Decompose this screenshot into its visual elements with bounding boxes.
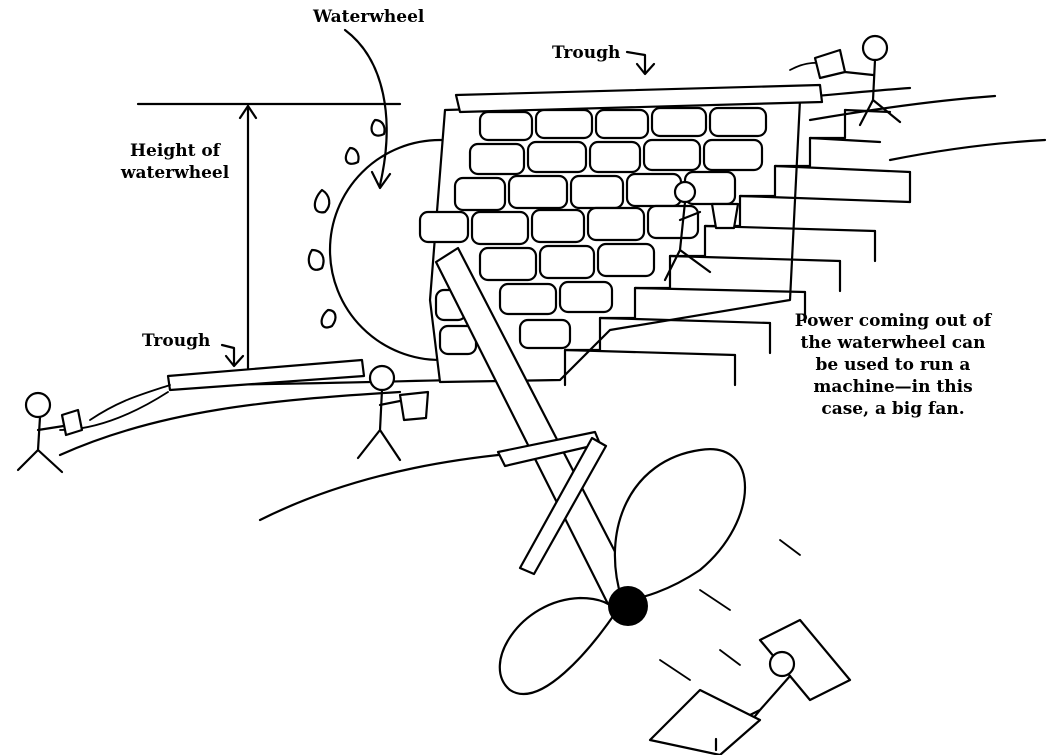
person-reclining <box>650 620 850 755</box>
trough-top-label: Trough <box>552 42 620 64</box>
power-caption-line1: Power coming out of <box>778 310 1008 332</box>
power-caption-line4: machine—in this <box>778 376 1008 398</box>
power-caption-line2: the waterwheel can <box>778 332 1008 354</box>
power-caption-line5: case, a big fan. <box>778 398 1008 420</box>
power-caption: Power coming out of the waterwheel can b… <box>778 310 1008 420</box>
person-bottom-left <box>18 393 82 472</box>
height-label-line1: Height of <box>120 140 230 162</box>
trough-bottom-label: Trough <box>142 330 210 352</box>
waterwheel-label: Waterwheel <box>313 6 424 28</box>
bottom-trough <box>168 360 364 390</box>
power-caption-line3: be used to run a <box>778 354 1008 376</box>
height-label: Height of waterwheel <box>120 140 230 184</box>
height-label-line2: waterwheel <box>120 162 230 184</box>
